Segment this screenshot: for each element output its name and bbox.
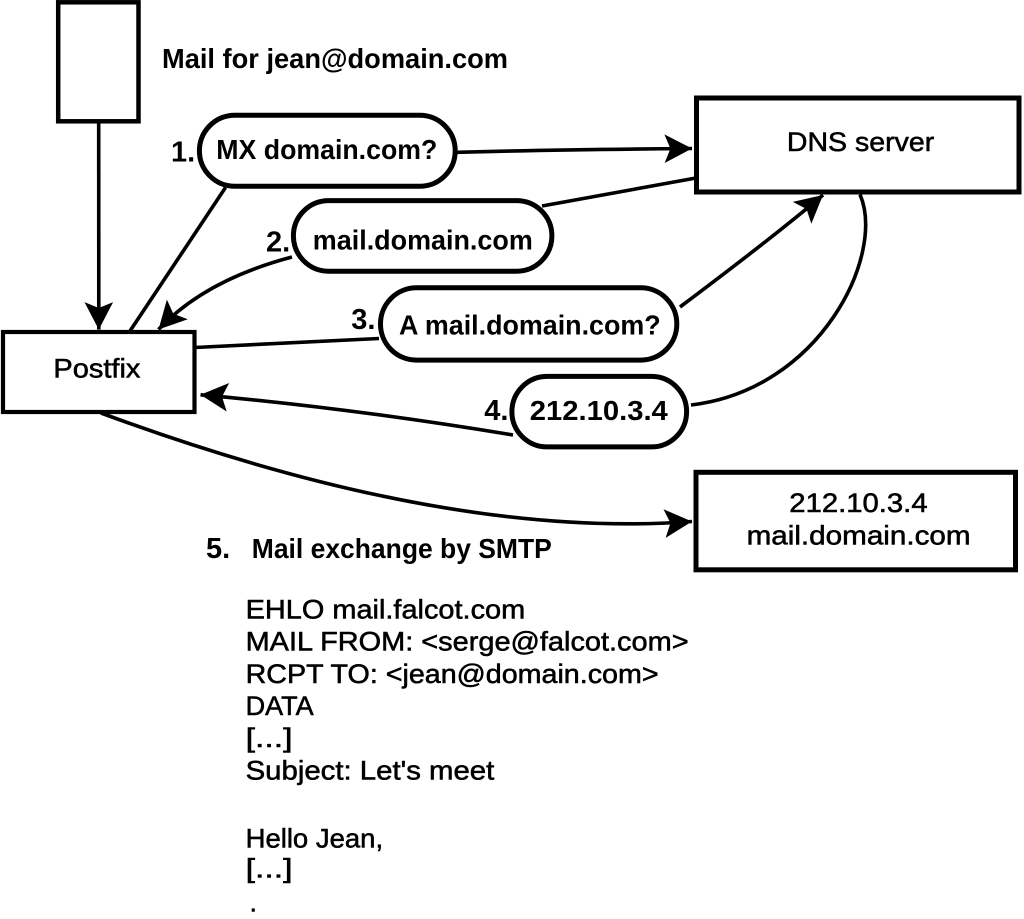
svg-text:A mail.domain.com?: A mail.domain.com? [399,310,661,341]
svg-text:212.10.3.4: 212.10.3.4 [530,395,668,426]
svg-text:Subject: Let's meet: Subject: Let's meet [246,755,495,785]
svg-text:DATA: DATA [246,691,314,721]
svg-text:Postfix: Postfix [53,354,141,384]
svg-text:4.: 4. [484,395,508,427]
svg-text:1.: 1. [171,136,195,168]
svg-text:Mail for jean@domain.com: Mail for jean@domain.com [162,43,508,74]
svg-text:[...]: [...] [246,854,293,884]
svg-text:EHLO mail.falcot.com: EHLO mail.falcot.com [246,595,526,625]
svg-text:5.: 5. [206,533,230,565]
svg-text:RCPT TO: <jean@domain.com>: RCPT TO: <jean@domain.com> [246,659,659,689]
svg-text:.: . [250,887,258,917]
svg-text:DNS server: DNS server [787,127,934,157]
svg-text:Hello Jean,: Hello Jean, [246,823,384,853]
svg-text:mail.domain.com: mail.domain.com [313,225,533,256]
svg-text:Mail exchange by SMTP: Mail exchange by SMTP [252,533,552,564]
svg-text:[...]: [...] [246,723,293,753]
svg-text:2.: 2. [266,226,290,258]
svg-text:3.: 3. [351,304,375,336]
svg-text:MAIL FROM: <serge@falcot.com>: MAIL FROM: <serge@falcot.com> [246,627,689,657]
svg-text:mail.domain.com: mail.domain.com [747,521,971,551]
svg-text:212.10.3.4: 212.10.3.4 [789,488,927,518]
svg-text:MX domain.com?: MX domain.com? [216,134,437,165]
